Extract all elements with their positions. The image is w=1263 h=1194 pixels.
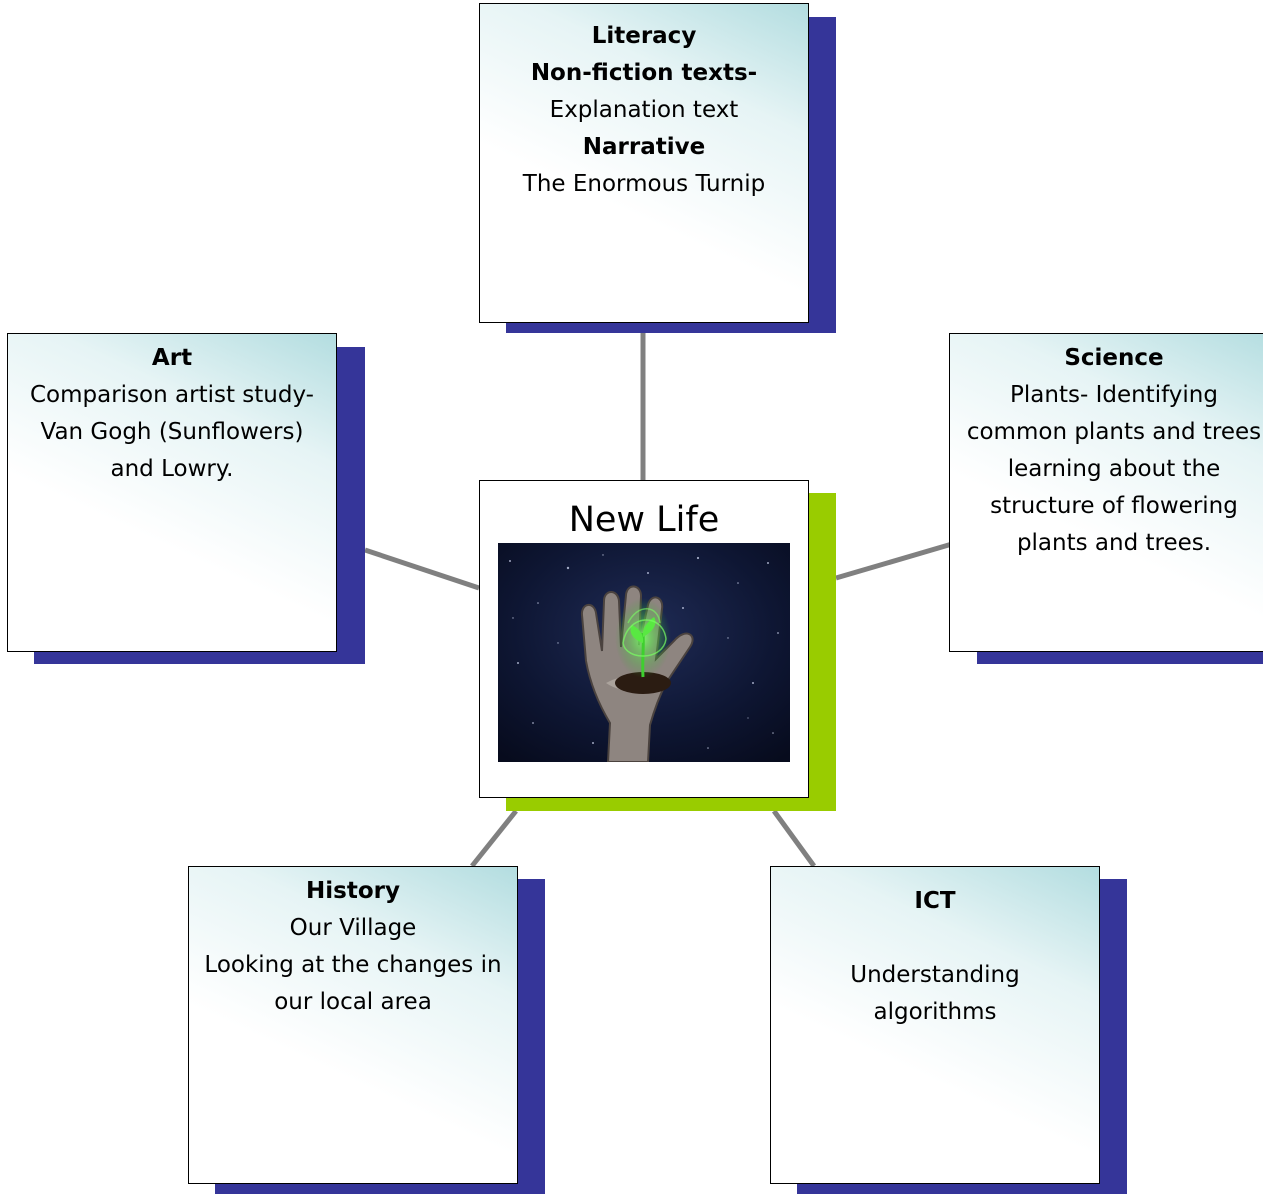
art-heading: Art xyxy=(151,345,193,371)
history-line-1: Our Village xyxy=(289,915,417,941)
seedling-leaf-right xyxy=(642,617,656,637)
history-line-2: Looking at the changes in xyxy=(204,952,502,978)
science-line-1: Plants- Identifying xyxy=(1010,382,1218,408)
science-line-3: learning about the xyxy=(1007,456,1221,482)
literacy-subheading-2: Narrative xyxy=(582,134,706,160)
history-box: History Our Village Looking at the chang… xyxy=(188,866,518,1184)
literacy-heading: Literacy xyxy=(591,23,697,49)
connector-science xyxy=(835,541,953,581)
literacy-box: Literacy Non-fiction texts- Explanation … xyxy=(479,3,809,323)
history-line-3: our local area xyxy=(274,989,432,1015)
science-line-2: common plants and trees xyxy=(966,419,1262,445)
science-line-5: plants and trees. xyxy=(1016,530,1212,556)
science-box: Science Plants- Identifying common plant… xyxy=(949,333,1263,652)
art-line-3: and Lowry. xyxy=(110,456,234,482)
ict-line-1: Understanding xyxy=(850,962,1020,988)
connector-history xyxy=(470,809,518,868)
connector-ict xyxy=(771,809,817,868)
literacy-line-1: Explanation text xyxy=(549,97,739,123)
center-title: New Life xyxy=(568,500,720,540)
seedling-leaf-left xyxy=(630,625,644,643)
literacy-line-2: The Enormous Turnip xyxy=(522,171,766,197)
stars xyxy=(509,554,779,749)
ict-spacer xyxy=(771,920,1099,957)
center-topic-box: New Life xyxy=(479,480,809,798)
seedling-hand-image xyxy=(498,543,790,762)
literacy-subheading: Non-fiction texts- xyxy=(530,60,758,86)
science-line-4: structure of flowering xyxy=(990,493,1238,519)
connector-art xyxy=(364,547,480,591)
ict-heading: ICT xyxy=(914,888,956,914)
art-line-1: Comparison artist study- xyxy=(30,382,314,408)
ict-line-2: algorithms xyxy=(873,999,997,1025)
ict-box: ICT Understanding algorithms xyxy=(770,866,1100,1184)
art-line-2: Van Gogh (Sunflowers) xyxy=(40,419,304,445)
soil-mound xyxy=(615,672,671,694)
science-heading: Science xyxy=(1064,345,1164,371)
art-box: Art Comparison artist study- Van Gogh (S… xyxy=(7,333,337,652)
history-heading: History xyxy=(306,878,400,904)
